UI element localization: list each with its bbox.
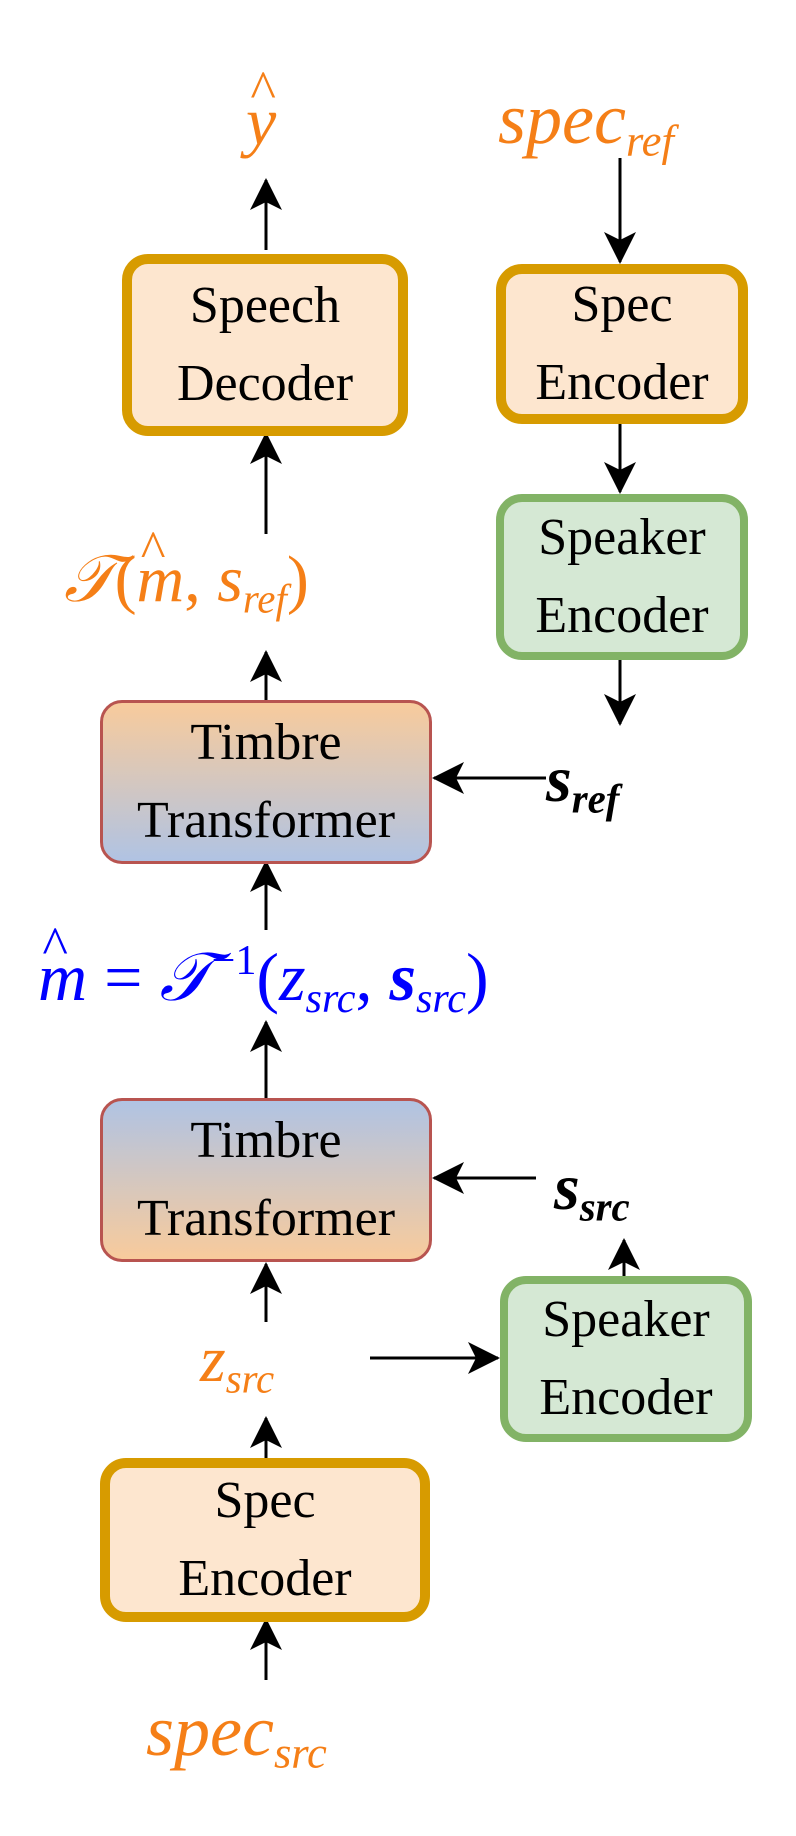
z-subscript: src [305,974,356,1022]
arrowhead [432,762,464,794]
timbre-transformer-bottom-box: Timbre Transformer [100,1098,432,1262]
y-hat-symbol: y [246,59,276,161]
arrowhead [608,1238,640,1270]
s-src-label: ssrc [554,1150,630,1230]
transform-separator: , [184,543,218,616]
arrowhead [432,1162,464,1194]
m-hat-equation-label: m = 𝒯−1(zsrc, ssrc) [38,915,489,1023]
box-label-line: Encoder [535,354,709,411]
separator: , [355,939,390,1016]
box-label-line: Timbre [190,1112,342,1169]
s-subscript: src [415,974,466,1022]
box-label-line: Speaker [542,1291,710,1348]
z-src-label: zsrc [200,1322,274,1402]
y-hat-label: y [246,59,276,161]
box-label-line: Timbre [190,714,342,771]
close-paren: ) [465,939,489,1016]
speaker-encoder-src-box: Speaker Encoder [500,1276,752,1442]
box-label-line: Encoder [539,1369,713,1426]
box-label-line: Speech [189,277,341,334]
transform-open-paren: ( [114,543,137,616]
speaker-encoder-ref-box: Speaker Encoder [496,494,748,660]
equals-sign: = [87,939,160,1016]
box-label-line: Encoder [178,1550,352,1607]
z-src-base: z [200,1323,226,1396]
speech-decoder-box: Speech Decoder [122,254,408,436]
box-label-line: Transformer [136,792,396,849]
s-ref-base: s [546,743,572,816]
arrowhead [250,1416,282,1448]
box-label-line: Encoder [535,587,709,644]
arrowhead [250,432,282,464]
box-label-line: Decoder [176,355,354,412]
spec-encoder-ref-box: Spec Encoder [496,264,748,424]
arrowhead [604,694,636,726]
arrowhead [250,860,282,892]
m-hat-symbol: m [38,915,87,1017]
arrowhead [250,1262,282,1294]
box-label-line: Speaker [538,509,706,566]
arrowhead [468,1342,500,1374]
open-paren: ( [256,939,280,1016]
arrowhead [250,178,282,210]
inverse-operator: 𝒯 [159,938,212,1018]
transform-m-hat: m [137,520,185,618]
box-label-line: Spec [571,276,673,333]
inverse-superscript: −1 [211,937,257,984]
spec-src-subscript: src [273,1727,327,1778]
spec-src-base: spec [146,1691,274,1771]
transform-close-paren: ) [286,543,309,616]
box-label-line: Spec [214,1472,316,1529]
transform-s: s [217,543,243,616]
s-symbol: s [389,939,416,1016]
arrowhead [604,462,636,494]
spec-encoder-src-box: Spec Encoder [100,1458,430,1622]
box-label-line: Transformer [136,1190,396,1247]
z-src-subscript: src [225,1356,275,1402]
s-ref-label: sref [546,742,619,822]
s-src-base: s [554,1151,580,1224]
spec-src-label: specsrc [146,1690,327,1778]
arrowhead [250,1020,282,1052]
spec-ref-subscript: ref [625,115,674,166]
transform-label: 𝒯(m, sref) [64,520,309,622]
transform-subscript: ref [242,576,287,622]
arrowhead [250,1618,282,1650]
transform-operator: 𝒯 [64,540,115,617]
spec-ref-base: spec [498,79,626,159]
arrowhead [604,232,636,264]
spec-ref-label: specref [498,78,674,166]
timbre-transformer-top-box: Timbre Transformer [100,700,432,864]
s-src-subscript: src [579,1184,630,1230]
s-ref-subscript: ref [571,776,620,822]
z-symbol: z [279,939,306,1016]
arrowhead [250,650,282,682]
